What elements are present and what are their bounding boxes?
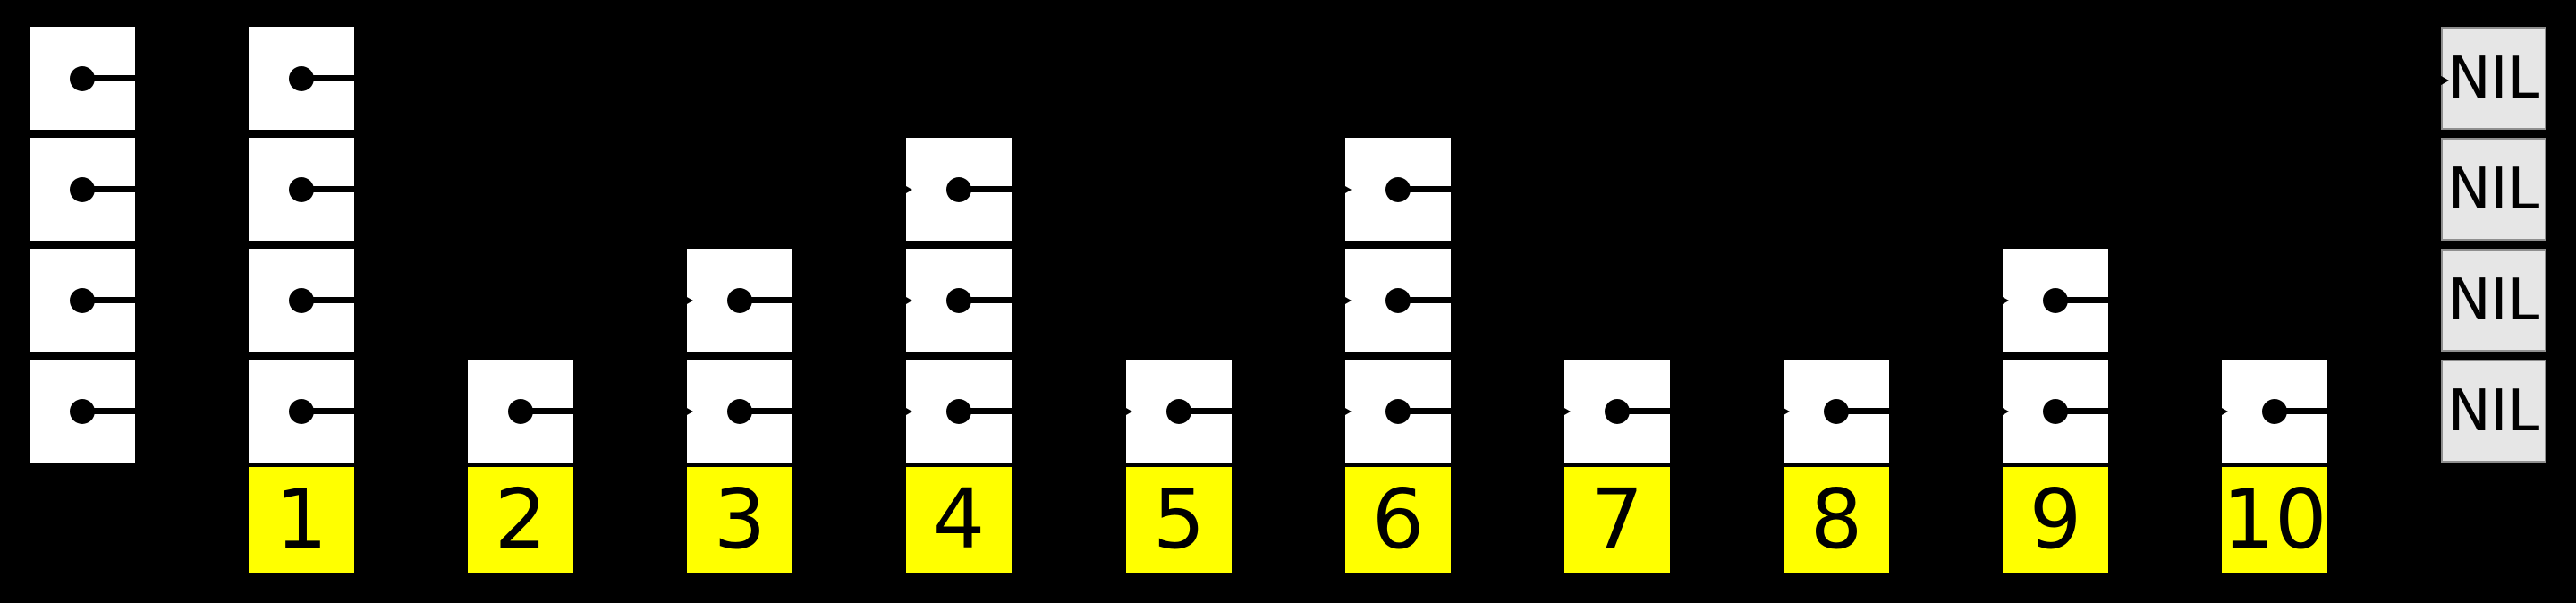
pointer-cell [30, 360, 135, 463]
node-key-label: 4 [906, 467, 1012, 573]
column-10: 10 [2216, 0, 2327, 603]
pointer-cell [30, 138, 135, 241]
nil-label: NIL [2447, 45, 2540, 112]
pointer-cell [1339, 360, 1451, 463]
pointer-cell [1339, 138, 1451, 241]
arrow-right-icon [1339, 183, 1352, 197]
pointer-line [301, 186, 354, 192]
nil-label: NIL [2447, 267, 2540, 334]
pointer-line [959, 297, 1012, 303]
arrow-right-icon [2216, 404, 2228, 419]
pointer-line [1179, 408, 1232, 414]
pointer-line [1398, 297, 1451, 303]
arrow-right-icon [1120, 404, 1132, 419]
arrow-right-icon [900, 183, 912, 197]
column-5: 5 [1120, 0, 1232, 603]
pointer-cell [249, 360, 354, 463]
column-nil: NIL NIL NIL NIL [2436, 0, 2546, 603]
nil-label: NIL [2447, 378, 2540, 445]
node-key-label: 7 [1564, 467, 1670, 573]
column-9: 9 [1996, 0, 2108, 603]
arrow-right-icon [1558, 404, 1571, 419]
node-key-label: 3 [687, 467, 792, 573]
pointer-line [740, 297, 792, 303]
node-key-label: 8 [1784, 467, 1889, 573]
pointer-line [2275, 408, 2327, 414]
pointer-cell [30, 249, 135, 352]
column-6: 6 [1339, 0, 1451, 603]
nil-cell: NIL [2441, 360, 2546, 463]
node-key-label: 6 [1345, 467, 1451, 573]
pointer-line [959, 186, 1012, 192]
node-key-label: 5 [1126, 467, 1232, 573]
pointer-cell [249, 138, 354, 241]
pointer-cell [900, 138, 1012, 241]
arrow-right-icon [681, 293, 693, 308]
pointer-cell [249, 27, 354, 130]
node-key-label: 1 [249, 467, 354, 573]
node-key-label: 2 [468, 467, 573, 573]
pointer-line [521, 408, 573, 414]
pointer-cell [681, 249, 792, 352]
nil-label: NIL [2447, 156, 2540, 223]
pointer-line [1836, 408, 1889, 414]
pointer-line [82, 186, 135, 192]
pointer-line [301, 297, 354, 303]
arrow-right-icon [900, 404, 912, 419]
pointer-cell [1120, 360, 1232, 463]
node-key-label: 10 [2222, 467, 2327, 573]
pointer-line [82, 75, 135, 81]
pointer-line [2055, 408, 2108, 414]
arrow-right-icon [900, 293, 912, 308]
nil-cell: NIL [2436, 27, 2546, 130]
pointer-line [82, 408, 135, 414]
pointer-cell [1996, 360, 2108, 463]
arrow-right-icon [1996, 293, 2009, 308]
pointer-line [1398, 408, 1451, 414]
node-key-label: 9 [2003, 467, 2108, 573]
pointer-cell [900, 249, 1012, 352]
pointer-line [301, 408, 354, 414]
column-2: 2 [468, 0, 573, 603]
pointer-cell [249, 249, 354, 352]
arrow-right-icon [1777, 404, 1790, 419]
pointer-cell [1996, 249, 2108, 352]
column-8: 8 [1777, 0, 1889, 603]
arrow-right-icon [681, 404, 693, 419]
column-3: 3 [681, 0, 792, 603]
pointer-line [2055, 297, 2108, 303]
pointer-line [959, 408, 1012, 414]
pointer-line [1617, 408, 1670, 414]
pointer-cell [1339, 249, 1451, 352]
column-7: 7 [1558, 0, 1670, 603]
column-head [30, 0, 135, 603]
pointer-cell [681, 360, 792, 463]
arrow-right-icon [1339, 404, 1352, 419]
arrow-right-icon [2436, 73, 2449, 88]
pointer-line [740, 408, 792, 414]
pointer-cell [30, 27, 135, 130]
pointer-cell [1558, 360, 1670, 463]
pointer-cell [900, 360, 1012, 463]
pointer-cell [468, 360, 573, 463]
arrow-right-icon [1996, 404, 2009, 419]
column-4: 4 [900, 0, 1012, 603]
pointer-line [301, 75, 354, 81]
arrow-right-icon [1339, 293, 1352, 308]
pointer-cell [1777, 360, 1889, 463]
pointer-line [1398, 186, 1451, 192]
column-1: 1 [249, 0, 354, 603]
nil-cell: NIL [2441, 138, 2546, 241]
pointer-line [82, 297, 135, 303]
nil-cell: NIL [2441, 249, 2546, 352]
pointer-cell [2216, 360, 2327, 463]
